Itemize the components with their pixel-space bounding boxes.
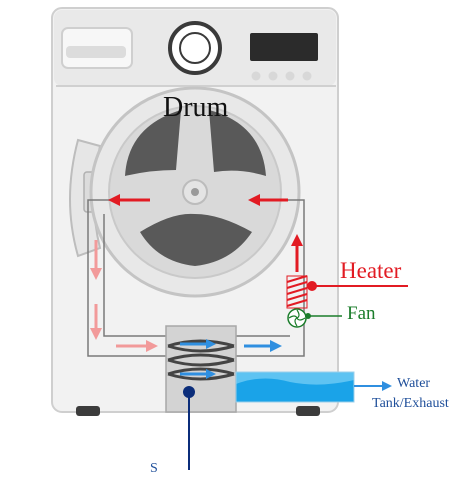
fan-blades bbox=[288, 309, 306, 327]
drawer-handle bbox=[66, 46, 126, 58]
foot-right bbox=[296, 406, 320, 416]
humid-air-right-head bbox=[146, 340, 158, 352]
bottom-cut-label: S bbox=[150, 461, 158, 476]
water-surface bbox=[236, 372, 354, 385]
cool-air-arrow-1-head bbox=[206, 339, 216, 349]
tank-exhaust-label: Tank/Exhaust bbox=[372, 396, 449, 411]
panel-button-2 bbox=[268, 71, 278, 81]
heater-label-underline bbox=[338, 285, 408, 287]
display-screen bbox=[250, 33, 318, 61]
condenser-coil bbox=[167, 339, 235, 381]
water-arrow-head bbox=[382, 381, 392, 391]
fan-label: Fan bbox=[347, 303, 376, 324]
air-duct-right bbox=[236, 199, 305, 357]
panel-button-4 bbox=[302, 71, 312, 81]
fan-pointer-dot bbox=[305, 313, 311, 319]
program-knob-inner bbox=[179, 32, 211, 64]
drum-opening-bottom bbox=[140, 213, 252, 266]
heater-coil bbox=[286, 275, 308, 309]
heater-label: Heater bbox=[340, 258, 402, 283]
drum-opening-top-right bbox=[209, 110, 266, 176]
humid-air-down-1-head bbox=[90, 268, 102, 280]
drum-opening-top-left bbox=[125, 110, 181, 176]
hot-air-up-head bbox=[291, 234, 303, 246]
drum-hub-center bbox=[191, 188, 199, 196]
water-label: Water bbox=[397, 376, 431, 391]
cool-air-arrow-2-head bbox=[206, 369, 216, 379]
humid-air-down-2-head bbox=[90, 328, 102, 340]
hot-air-arrow-left-head bbox=[108, 194, 120, 206]
panel-button-1 bbox=[251, 71, 261, 81]
panel-button-3 bbox=[285, 71, 295, 81]
air-duct-left bbox=[87, 199, 166, 357]
heater-pointer-dot bbox=[307, 281, 317, 291]
drum-label: Drum bbox=[163, 92, 229, 123]
cool-air-arrow-3-head bbox=[270, 340, 282, 352]
air-duct-inner bbox=[103, 214, 168, 337]
foot-left bbox=[76, 406, 100, 416]
hot-air-arrow-right-head bbox=[248, 194, 260, 206]
